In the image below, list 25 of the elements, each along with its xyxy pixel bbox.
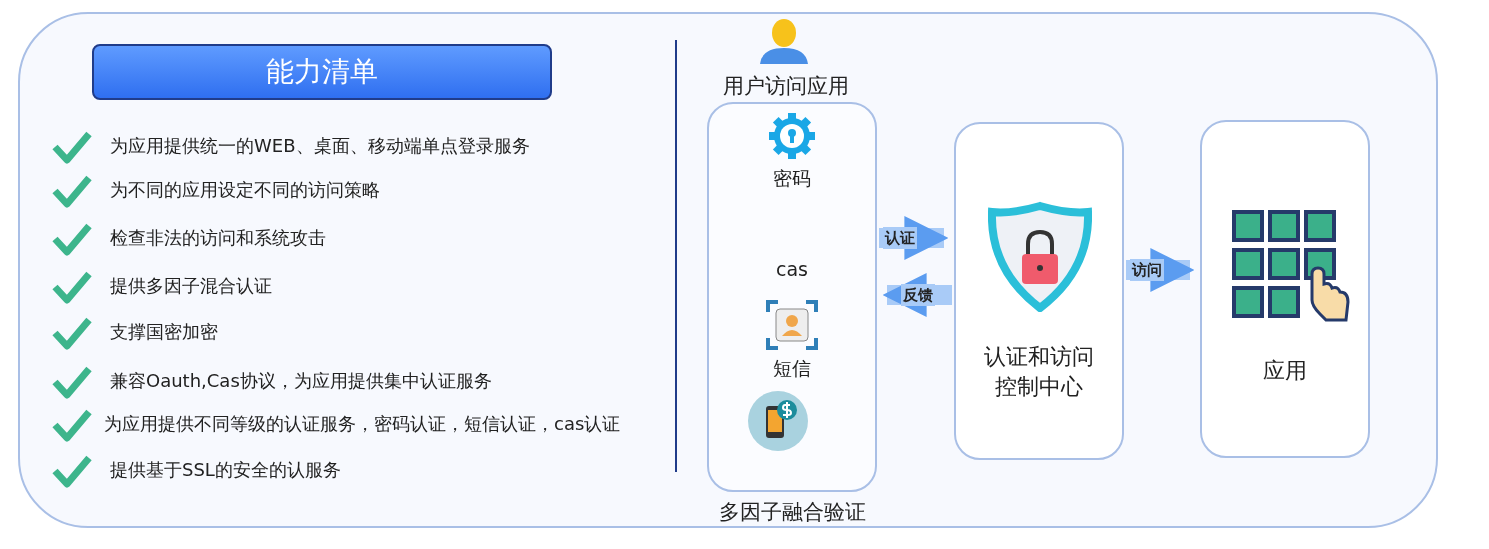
edge-label: 认证: [883, 227, 917, 249]
card-label: 应用: [1262, 357, 1308, 385]
list-item-text: 为应用提供不同等级的认证服务，密码认证，短信认证，cas认证: [104, 412, 621, 436]
block-arrow: [882, 273, 952, 317]
process-card: [1200, 120, 1370, 458]
list-item-text: 为应用提供统一的WEB、桌面、移动端单点登录服务: [110, 134, 530, 158]
list-item-text: 支撑国密加密: [110, 320, 218, 344]
user-caption: 用户访问应用: [722, 73, 850, 100]
list-item-text: 提供多因子混合认证: [110, 274, 272, 298]
process-card: [954, 122, 1124, 460]
card-label: 认证和访问控制中心: [983, 343, 1095, 401]
list-item-text: 提供基于SSL的安全的认服务: [110, 458, 341, 482]
rounded-panel: [18, 12, 1438, 528]
list-item-text: 兼容Oauth,Cas协议，为应用提供集中认证服务: [110, 369, 492, 393]
list-item-text: 为不同的应用设定不同的访问策略: [110, 178, 380, 202]
list-item-text: 检查非法的访问和系统攻击: [110, 226, 326, 250]
edge-label: 访问: [1130, 259, 1164, 281]
block-arrow: [1126, 248, 1195, 292]
method-label: 密码: [772, 166, 812, 191]
block-arrow: [879, 216, 949, 260]
title-banner: 能力清单: [92, 44, 552, 100]
method-label: cas: [775, 258, 809, 280]
edge-label: 反馈: [901, 284, 935, 306]
method-label: 短信: [772, 356, 812, 381]
group-caption: 多因子融合验证: [717, 499, 867, 526]
